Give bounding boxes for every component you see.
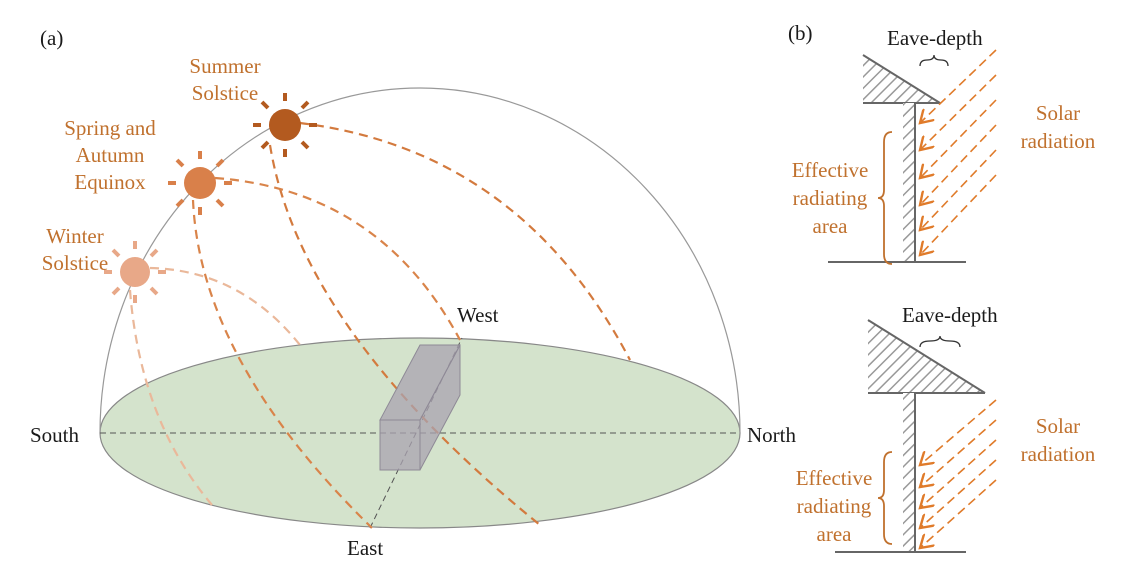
winter-path-lower [128, 289, 213, 506]
area-brace [877, 451, 893, 545]
winter-label-1: Winter [46, 224, 103, 248]
area-label-top-1: Effective [792, 158, 869, 182]
panel-b-label: (b) [788, 21, 813, 45]
summer-label-2: Solstice [192, 81, 259, 105]
area-label-bottom-1: Effective [796, 466, 873, 490]
area-label-top-2: radiating [793, 186, 868, 210]
solar-label-top-1: Solar [1036, 101, 1080, 125]
equinox-path-lower [191, 199, 373, 529]
summer-path-upper [299, 121, 631, 361]
eave-depth-label-bottom: Eave-depth [902, 303, 998, 327]
equinox-label-2: Autumn [76, 143, 145, 167]
eave-brace [919, 335, 961, 348]
winter-path-upper [149, 266, 301, 346]
area-label-top-3: area [813, 214, 849, 238]
area-label-bottom-2: radiating [797, 494, 872, 518]
eave-depth-label-top: Eave-depth [887, 26, 983, 50]
eave-diagram-top: Eave-depth Solar radiation Effective rad… [792, 26, 1096, 265]
west-label: West [457, 303, 499, 327]
summer-path-lower [268, 144, 541, 526]
east-label: East [347, 536, 383, 560]
sun-summer-icon [253, 93, 317, 157]
north-label: North [747, 423, 796, 447]
eave-diagram-bottom: Eave-depth Solar radiation Effective rad… [796, 303, 1096, 553]
panel-a-label: (a) [40, 26, 63, 50]
eave-brace [919, 54, 949, 67]
summer-label-1: Summer [189, 54, 260, 78]
sun-winter-icon [104, 241, 166, 303]
equinox-path-upper [214, 176, 461, 341]
sun-equinox-icon [168, 151, 232, 215]
winter-label-2: Solstice [42, 251, 109, 275]
area-brace [877, 131, 893, 265]
solar-label-top-2: radiation [1021, 129, 1096, 153]
solar-label-bottom-2: radiation [1021, 442, 1096, 466]
south-label: South [30, 423, 80, 447]
building-prism [379, 344, 461, 471]
panel-a: (a) [30, 26, 796, 560]
equinox-label-1: Spring and [64, 116, 156, 140]
area-label-bottom-3: area [817, 522, 853, 546]
equinox-label-3: Equinox [74, 170, 146, 194]
panel-b: (b) Eave-depth Solar radiation [788, 21, 1096, 553]
solar-label-bottom-1: Solar [1036, 414, 1080, 438]
